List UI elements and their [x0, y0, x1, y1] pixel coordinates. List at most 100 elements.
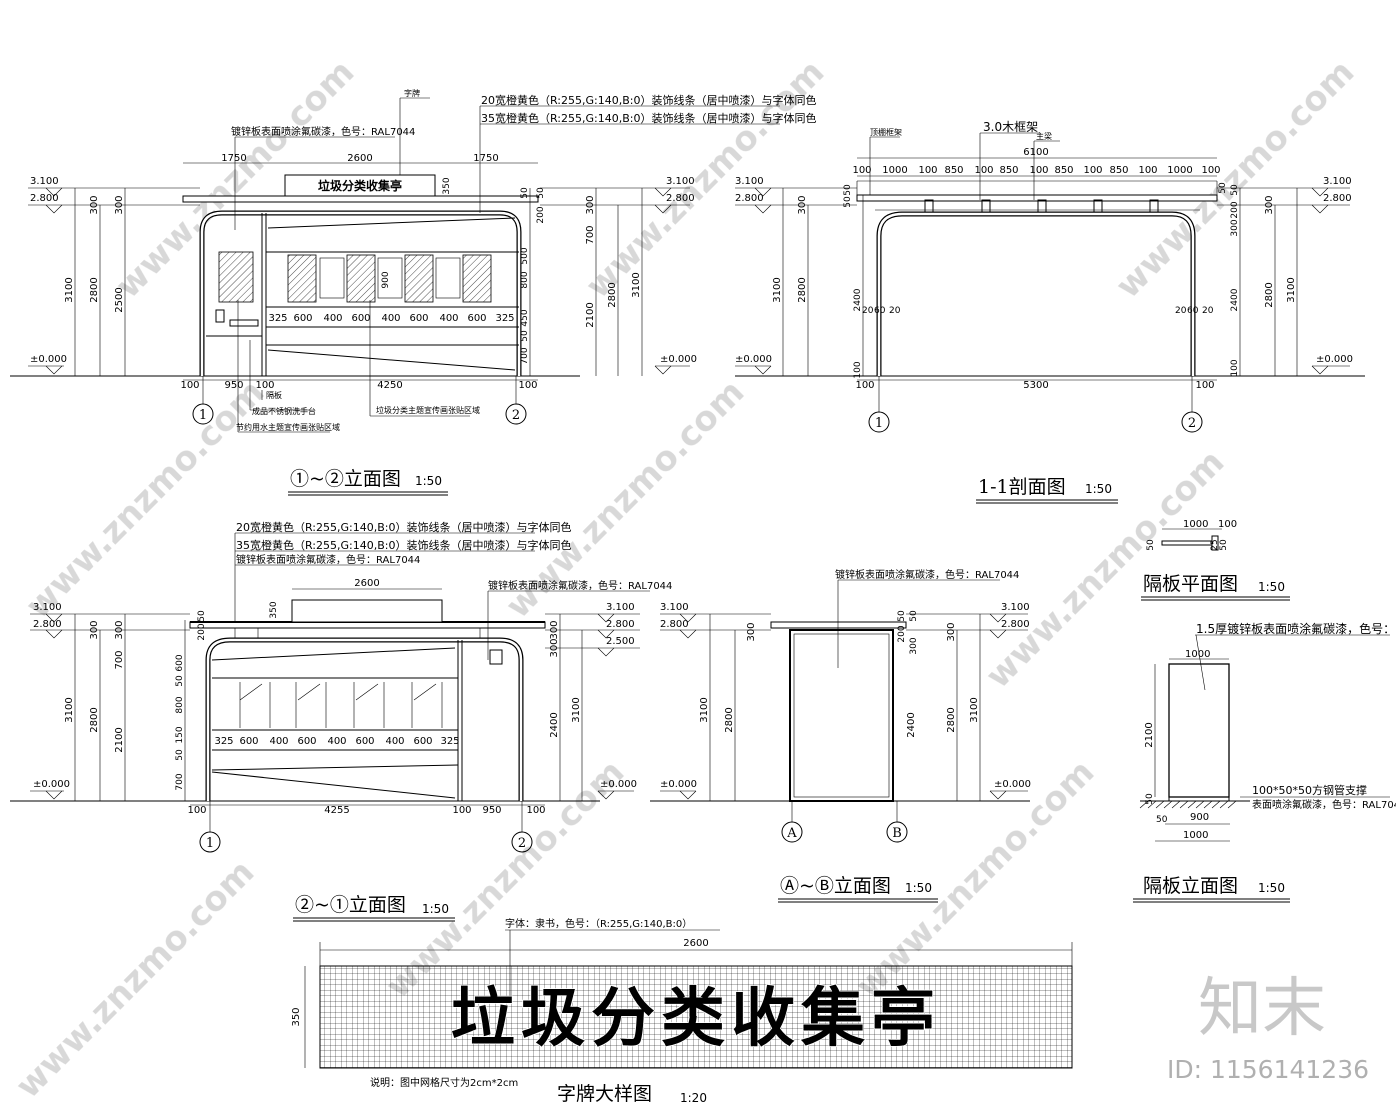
dim: 100	[974, 165, 993, 176]
dim: 4250	[377, 380, 402, 391]
dim: 2800	[89, 707, 100, 732]
dim: 700	[175, 773, 185, 790]
level-mark: ±0.000	[660, 779, 697, 790]
dim: 600	[297, 736, 316, 747]
dim: 300	[549, 620, 560, 639]
elevation-1-2: 垃圾分类收集亭 325 600 400 600 400 6	[10, 88, 816, 496]
callout: 垃圾分类主题宣传画张贴区域	[376, 405, 480, 415]
dim: 100	[526, 805, 545, 816]
watermark-site: www.znzmo.com	[578, 52, 832, 306]
dim: 2800	[724, 707, 735, 732]
brand-logo: 知末	[1198, 972, 1326, 1046]
dim: 400	[385, 736, 404, 747]
dim: 900	[381, 271, 391, 288]
level-mark: ±0.000	[600, 779, 637, 790]
level-mark: ±0.000	[33, 779, 70, 790]
dim: 100	[853, 361, 863, 378]
callout: 节约用水主题宣传画张贴区域	[236, 422, 340, 432]
dim: 100	[1029, 165, 1048, 176]
dim: 850	[1109, 165, 1128, 176]
dim: 2600	[683, 938, 708, 949]
dim: 50	[1230, 184, 1240, 196]
dim: 300	[114, 195, 125, 214]
dim: 600	[239, 736, 258, 747]
dim: 300	[946, 622, 957, 641]
dim: 50	[1156, 815, 1168, 825]
note: 20宽橙黄色（R:255,G:140,B:0）装饰线条（居中喷漆）与字体同色	[236, 520, 571, 534]
dim: 400	[439, 313, 458, 324]
dim: 950	[482, 805, 501, 816]
dim: 200	[897, 625, 907, 642]
elevation-a-b: 镀锌板表面喷涂氟碳漆，色号：RAL7044 A B 3.100 2.800 ±0…	[650, 568, 1031, 903]
dim: 300	[114, 620, 125, 639]
dim: 2800	[89, 277, 100, 302]
dim: 50	[1219, 539, 1229, 551]
dim: 1750	[473, 153, 498, 164]
sign-detail-text: 垃圾分类收集亭	[451, 982, 941, 1056]
dim: 600	[467, 313, 486, 324]
dim: 350	[291, 1007, 302, 1026]
dim: 600	[351, 313, 370, 324]
level-mark: 2.800	[666, 193, 695, 204]
dim: 3100	[571, 697, 582, 722]
level-mark: ±0.000	[735, 354, 772, 365]
dim: 950	[224, 380, 243, 391]
note: 100*50*50方钢管支撑	[1252, 783, 1367, 797]
note: 1.5厚镀锌板表面喷涂氟碳漆，色号：RAL7044	[1196, 621, 1396, 636]
dim: 850	[999, 165, 1018, 176]
dim: 2400	[906, 712, 917, 737]
axis-label: 2	[512, 408, 520, 423]
dim: 300	[1264, 195, 1275, 214]
note: 表面喷涂氟碳漆，色号：RAL7044	[1252, 798, 1396, 811]
level-mark: 2.800	[660, 619, 689, 630]
dim: 400	[381, 313, 400, 324]
dim: 150	[175, 726, 185, 743]
dim: 325	[268, 313, 287, 324]
dim: 300	[909, 637, 919, 654]
dim: 100	[255, 380, 274, 391]
dim: 4255	[324, 805, 349, 816]
level-mark: 3.100	[30, 176, 59, 187]
dim: 600	[175, 654, 185, 671]
dim: 100	[1230, 359, 1240, 376]
dim: 25	[1210, 539, 1220, 550]
dim: 600	[409, 313, 428, 324]
dim: 325	[214, 736, 233, 747]
note: 镀锌板表面喷涂氟碳漆，色号：RAL7044	[231, 125, 415, 138]
dim: 2100	[114, 727, 125, 752]
axis-label: A	[786, 826, 797, 841]
drawing-title: ②~①立面图	[295, 894, 406, 916]
dim: 400	[327, 736, 346, 747]
dim: 1000	[882, 165, 907, 176]
note: 3.0木框架	[983, 120, 1038, 134]
dim: 325	[440, 736, 459, 747]
drawing-title: 字牌大样图	[557, 1083, 652, 1105]
dim: 1000	[1185, 649, 1210, 660]
dim: 800	[175, 696, 185, 713]
drawing-title: 隔板立面图	[1143, 875, 1238, 897]
level-mark: 2.800	[735, 193, 764, 204]
dim: 100	[1138, 165, 1157, 176]
dim: 200	[1230, 201, 1240, 218]
dim: 50	[175, 749, 185, 761]
dim: 2500	[114, 287, 125, 312]
dim: 2400	[549, 712, 560, 737]
dim: 325	[495, 313, 514, 324]
dim: 700	[520, 347, 530, 364]
axis-label: 2	[1188, 416, 1196, 431]
dim: 3100	[969, 697, 980, 722]
note: 20宽橙黄色（R:255,G:140,B:0）装饰线条（居中喷漆）与字体同色	[481, 93, 816, 107]
dim: 300	[89, 620, 100, 639]
drawing-scale: 1:50	[422, 902, 449, 916]
dim: 6100	[1023, 147, 1048, 158]
dim: 50	[1146, 539, 1156, 551]
dim: 600	[293, 313, 312, 324]
level-mark: 3.100	[666, 176, 695, 187]
note: 说明：图中网格尺寸为2cm*2cm	[370, 1076, 518, 1089]
dim: 50	[843, 184, 853, 196]
dim: 50	[520, 330, 530, 342]
dim: 3100	[64, 697, 75, 722]
dim: 100	[855, 380, 874, 391]
dim: 20	[862, 306, 874, 316]
dim: 5300	[1023, 380, 1048, 391]
